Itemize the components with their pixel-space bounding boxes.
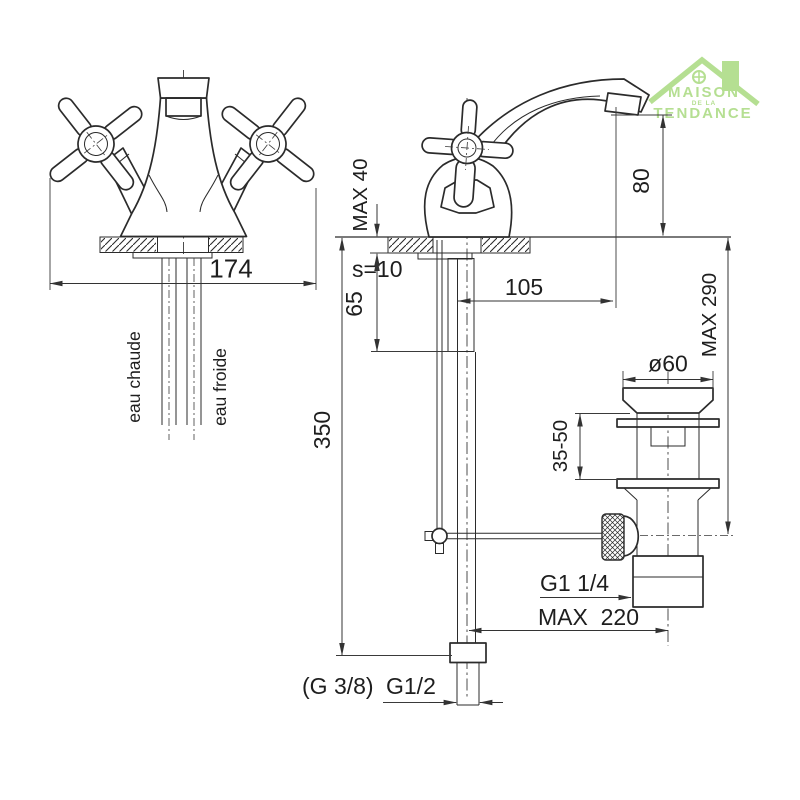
logo-text-line1: MAISON: [668, 84, 740, 101]
dim-text-o60: ø60: [648, 351, 688, 377]
faucet-front-drawing: [49, 70, 315, 256]
label-g1-1-4: G1 1/4: [540, 570, 632, 601]
deck-side: [387, 236, 531, 260]
dim-text-g12: G1/2: [386, 673, 436, 699]
dim-text-65: 65: [341, 291, 367, 317]
dim-text-80: 80: [628, 168, 654, 194]
dim-max-220: MAX 220: [468, 604, 669, 634]
dim-max-290: MAX 290: [698, 237, 731, 535]
below-deck-parts: [424, 240, 602, 706]
drain-tailpiece: [632, 555, 704, 608]
maison-tendance-logo: MAISON DE LA TENDANCE: [648, 56, 760, 122]
supply-pipes-front: [161, 258, 202, 440]
drain-flange: [622, 387, 714, 414]
logo-text-line3: TENDANCE: [653, 105, 752, 122]
dim-text-g114: G1 1/4: [540, 570, 609, 596]
dim-g12: (G 3/8) G1/2: [302, 673, 503, 706]
side-view: MAX 40 s=10 65 105 80 350 MAX 290: [302, 78, 734, 706]
flower-icon: [692, 70, 706, 84]
label-eau-chaude: eau chaude: [124, 331, 144, 422]
cross-handle-right: [221, 97, 315, 191]
rod-bell-joint: [623, 515, 640, 557]
dim-35-50: 35-50: [549, 413, 630, 480]
overflow-window: [650, 426, 686, 447]
label-eau-froide: eau froide: [210, 348, 230, 426]
faucet-side-drawing: [421, 78, 650, 700]
dim-text-174: 174: [209, 254, 252, 284]
house-roof-icon: [648, 56, 760, 107]
dim-text-max40: MAX 40: [349, 159, 372, 232]
spout-nozzle: [604, 92, 642, 116]
dim-text-35-50: 35-50: [549, 420, 572, 472]
faucet-body-front: [119, 97, 248, 238]
dim-80: 80: [611, 107, 672, 308]
cross-handle-side: [421, 99, 514, 208]
dim-105: 105: [457, 274, 614, 304]
dim-text-g38: (G 3/8): [302, 673, 374, 699]
dim-text-350: 350: [309, 411, 335, 449]
dim-text-105: 105: [505, 274, 543, 300]
spout-side: [469, 78, 650, 157]
spout-front: [157, 77, 210, 99]
supply-pipe-end: [449, 642, 487, 706]
dim-350: 350: [309, 237, 452, 656]
dim-width-174: 174: [49, 178, 317, 290]
front-view: 174 eau chaude eau froide: [49, 70, 317, 440]
deck-front: [99, 236, 244, 259]
cross-handle-left: [49, 97, 143, 191]
dim-drain-diameter: ø60: [622, 351, 714, 389]
dim-65: 65: [341, 258, 459, 352]
logo-text-line2: DE LA: [692, 100, 717, 107]
dim-text-max290: MAX 290: [698, 273, 721, 357]
threaded-shank: [447, 258, 475, 352]
dim-text-max220: MAX 220: [538, 604, 639, 630]
knurled-nut: [601, 513, 625, 561]
drain-assembly-drawing: [601, 372, 734, 646]
popup-rod-joint: [424, 527, 602, 554]
